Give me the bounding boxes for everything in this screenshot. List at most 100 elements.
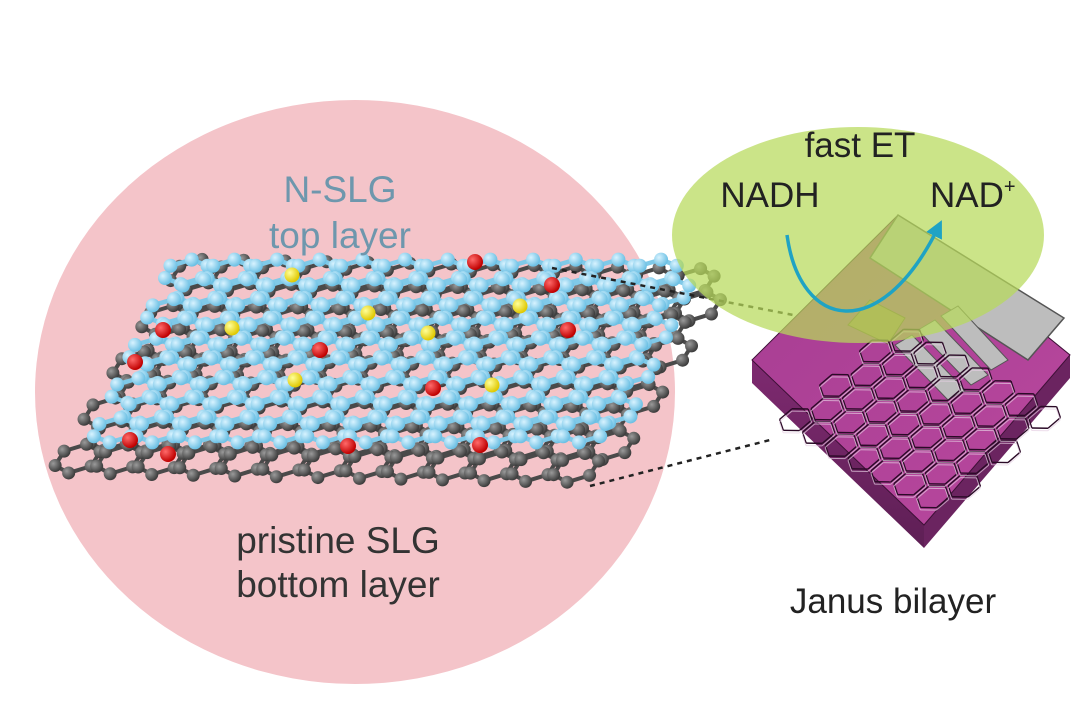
top-atom <box>487 298 502 313</box>
device-hex-bond <box>1001 404 1007 416</box>
device-hex-bond <box>893 472 907 485</box>
top-atom <box>540 410 555 425</box>
device-hex-bond <box>824 433 839 446</box>
dopant-atom <box>420 325 436 341</box>
device-hex-bond-highlight <box>901 451 915 463</box>
top-atom <box>204 351 219 366</box>
top-atom <box>156 410 171 425</box>
device-hex-bond <box>953 462 959 474</box>
device-hex-bond <box>870 387 876 399</box>
top-atom <box>506 397 521 412</box>
device-hex-bond-highlight <box>924 464 938 476</box>
top-atom <box>252 292 267 307</box>
device-hex-bond <box>930 449 936 461</box>
device-hex-bond <box>993 414 1007 427</box>
bottom-atom <box>380 465 394 479</box>
bottom-atom <box>394 472 408 486</box>
top-atom <box>435 311 450 326</box>
top-atom <box>454 410 469 425</box>
top-layer-title: N-SLG <box>283 169 396 210</box>
top-atom <box>483 252 498 267</box>
device-hex-bond <box>944 472 958 485</box>
device-hex-bond-highlight <box>984 454 990 466</box>
top-atom <box>405 331 420 346</box>
top-atom <box>664 318 679 333</box>
device-label: Janus bilayer <box>790 582 997 621</box>
top-atom <box>623 409 638 424</box>
top-atom <box>554 337 569 352</box>
top-atom <box>172 429 187 444</box>
top-atom <box>335 397 350 412</box>
device-hex-bond <box>924 389 930 401</box>
top-atom <box>371 318 386 333</box>
device-hex-bond-highlight <box>901 379 907 391</box>
top-atom <box>513 429 528 444</box>
top-atom <box>315 435 330 450</box>
top-atom <box>328 318 343 333</box>
device-hex-bond-highlight <box>919 404 933 416</box>
product-superscript: + <box>1004 176 1016 198</box>
device-hex-bond <box>802 421 816 433</box>
top-atom <box>337 292 352 307</box>
top-atom <box>559 278 574 293</box>
top-atom <box>319 331 334 346</box>
bottom-atom <box>582 306 596 320</box>
top-atom <box>442 391 457 406</box>
device-hex-bond-highlight <box>901 462 907 474</box>
top-atom <box>389 278 404 293</box>
device-hex-bond-highlight <box>873 378 887 390</box>
device-hex-bond-highlight <box>941 417 955 429</box>
bottom-atom <box>592 454 606 468</box>
device-hex-bond-highlight <box>870 376 884 389</box>
device-hex-bond <box>838 385 853 397</box>
top-layer-subtitle: top layer <box>269 215 411 256</box>
device-hex-bond <box>982 380 996 392</box>
device-hex-bond-highlight <box>1027 419 1033 431</box>
top-atom <box>495 272 510 287</box>
device-hex-bond <box>919 401 933 414</box>
device-hex-bond-highlight <box>916 487 930 500</box>
top-atom <box>307 311 322 326</box>
device-hex-bond-highlight <box>913 344 927 356</box>
device-hex-bond-highlight <box>858 353 864 365</box>
bottom-atom <box>90 459 104 473</box>
top-atom <box>86 429 101 444</box>
device-hex-bond <box>853 421 867 434</box>
device-hex-bond <box>967 485 981 498</box>
top-atom <box>188 298 203 313</box>
top-atom <box>341 337 356 352</box>
top-atom <box>456 318 471 333</box>
bottom-atom <box>173 461 187 475</box>
bottom-atom <box>246 440 260 454</box>
top-atom <box>444 298 459 313</box>
device-hex-bond-highlight <box>870 389 875 402</box>
top-atom <box>357 391 372 406</box>
device-hex-bond <box>924 376 938 389</box>
bottom-atom <box>676 353 690 367</box>
device-hex-bond <box>1047 417 1061 429</box>
top-atom <box>187 435 202 450</box>
device-hex-bond <box>890 470 904 483</box>
device-hex-bond-highlight <box>847 460 853 472</box>
device-hex-bond <box>876 447 882 459</box>
top-atom <box>575 331 590 346</box>
device-hex-bond <box>870 459 884 472</box>
bottom-atom <box>457 304 471 318</box>
device-hex-bond-highlight <box>910 427 924 440</box>
bottom-atom <box>575 283 589 297</box>
top-atom <box>526 252 541 267</box>
top-atom <box>593 429 608 444</box>
device-hex-bond-highlight <box>933 368 938 380</box>
device-hex-bond-highlight <box>924 378 938 391</box>
top-atom <box>177 416 192 431</box>
bottom-atom <box>348 450 362 464</box>
device-hex-bond-highlight <box>921 475 927 487</box>
top-atom <box>261 278 276 293</box>
device-hex-bond-highlight <box>976 464 990 477</box>
device-hex-bond <box>907 423 921 436</box>
device-hex-bond-highlight <box>981 393 987 405</box>
device-hex-bond-highlight <box>956 368 970 380</box>
device-hex-bond <box>819 373 833 386</box>
top-atom <box>316 298 331 313</box>
device-hex-bond <box>933 365 939 378</box>
